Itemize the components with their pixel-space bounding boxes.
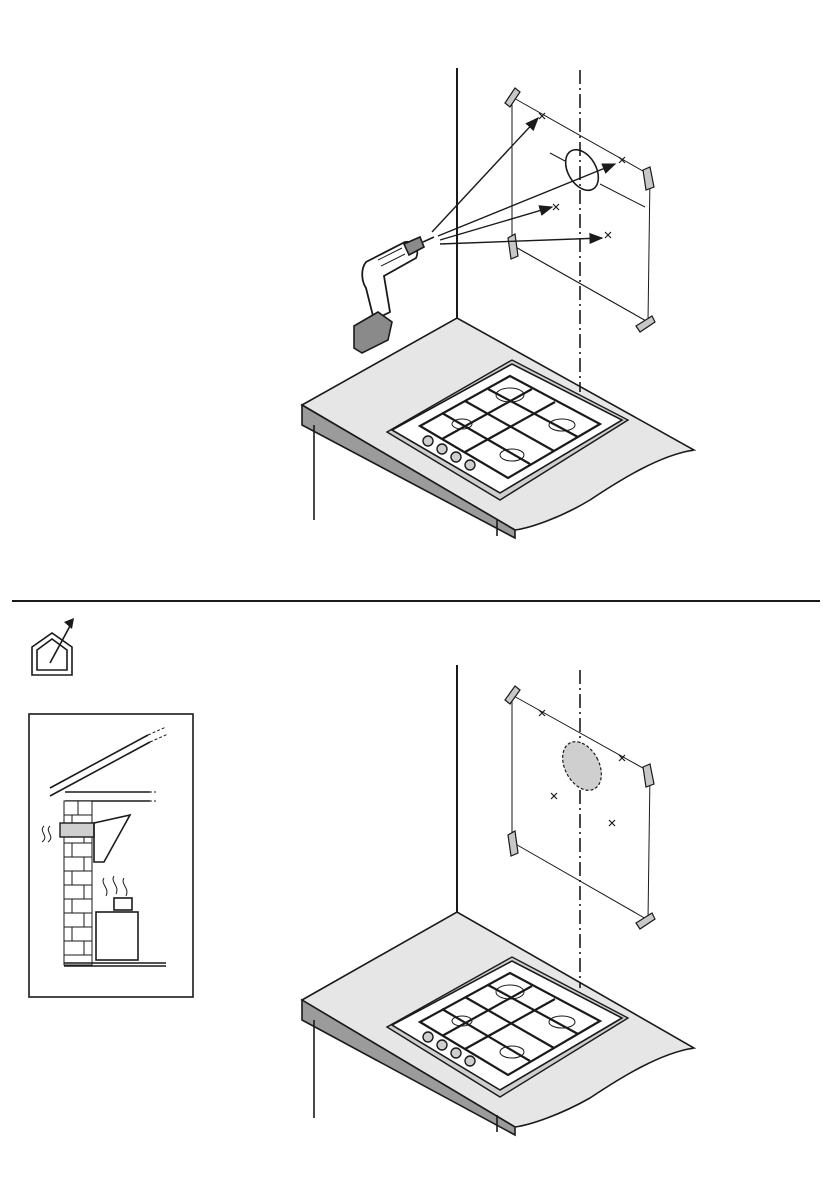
- paper-template: [512, 97, 650, 322]
- drill-arrows: [432, 118, 615, 244]
- inset-hood: [94, 815, 130, 862]
- hole-marks: [539, 113, 625, 238]
- wall-duct: [60, 823, 94, 837]
- house-outlet-icon: [32, 618, 74, 675]
- duct-hole-outline: [559, 144, 605, 196]
- drill-icon: [354, 237, 434, 353]
- paper-template-2: [512, 695, 650, 920]
- tape-top-left: [505, 88, 520, 107]
- tape-top-right: [643, 167, 654, 190]
- ducted-installation-inset: [29, 714, 193, 997]
- tape-bottom-right: [636, 316, 655, 332]
- top-panel: [302, 68, 694, 538]
- tape-bottom-left: [508, 234, 518, 259]
- inset-cooker: [96, 912, 138, 960]
- bottom-panel: [29, 618, 694, 1135]
